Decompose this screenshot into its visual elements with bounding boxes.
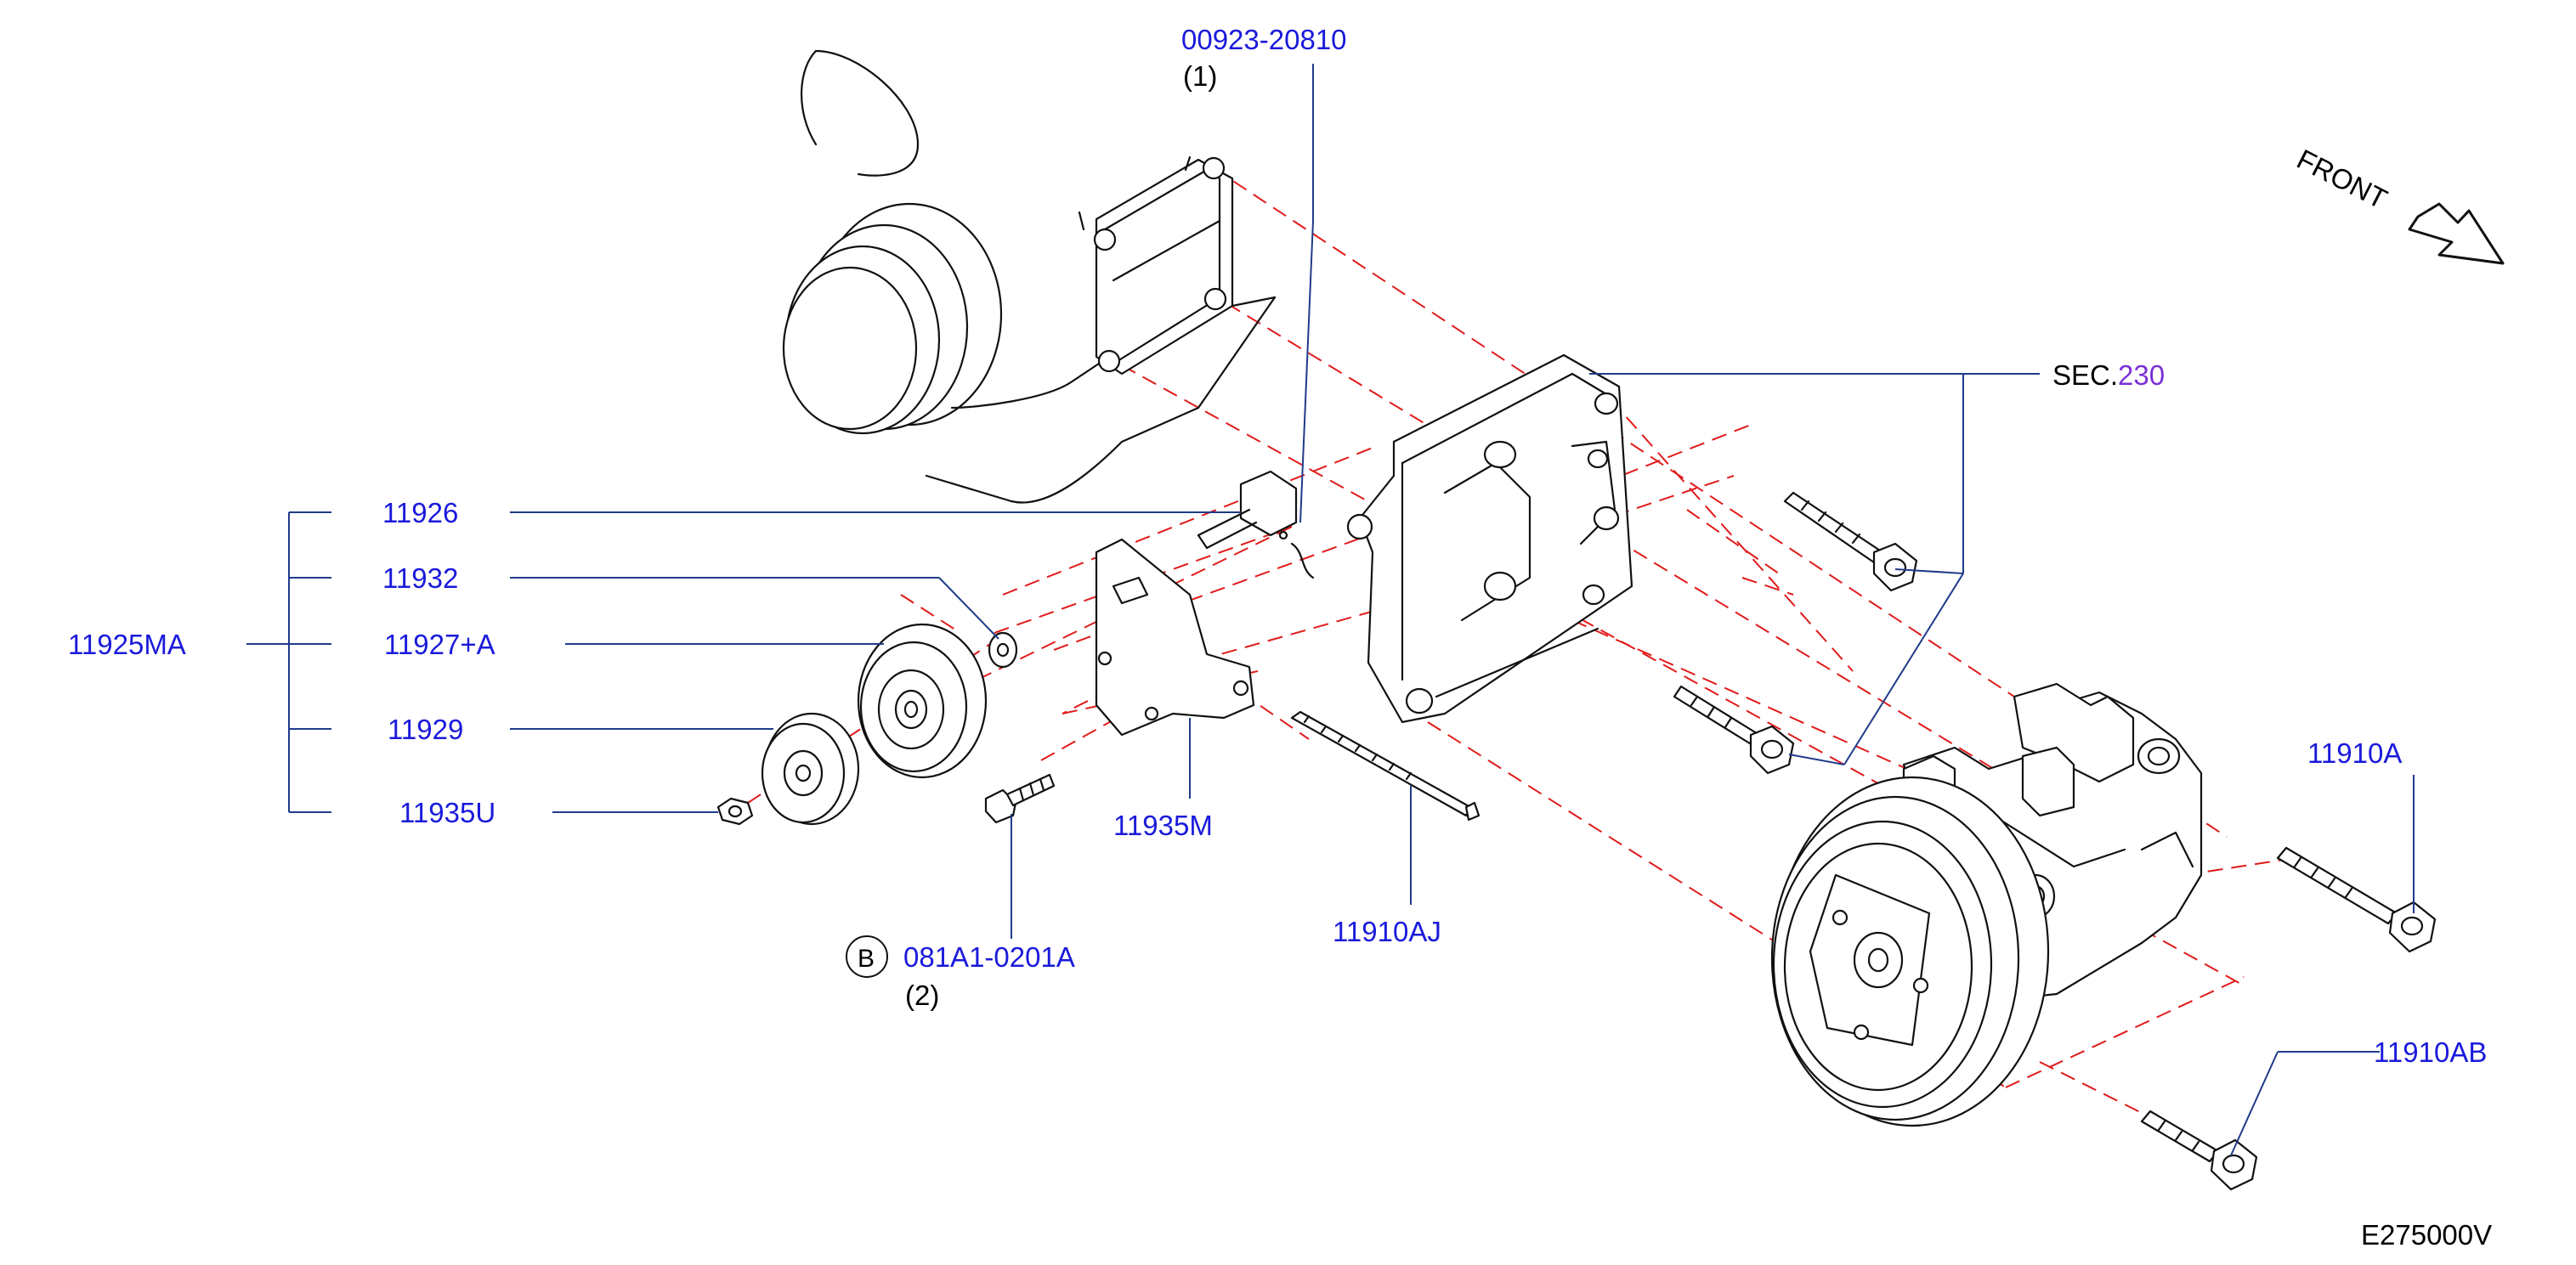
idler-pulley-illustration	[857, 623, 1018, 779]
callout-badge-circle	[846, 935, 888, 978]
section-reference[interactable]: SEC.230	[2052, 359, 2165, 391]
part-number-11910aj[interactable]: 11910AJ	[1333, 916, 1441, 947]
bolt-middle-illustration	[1673, 685, 1795, 775]
front-label: FRONT	[2292, 143, 2392, 215]
part-number-11910a[interactable]: 11910A	[2307, 737, 2402, 769]
pivot-bolt-illustration	[984, 773, 1056, 824]
pulley-cover-illustration	[761, 712, 860, 826]
engine-block-illustration	[782, 49, 1277, 504]
part-number-11935m[interactable]: 11935M	[1113, 810, 1213, 841]
part-number-11927a[interactable]: 11927+A	[384, 629, 495, 660]
ac-compressor-illustration	[1770, 682, 2203, 1127]
part-number-00923-20810[interactable]: 00923-20810	[1181, 24, 1347, 55]
compressor-bracket-illustration	[1346, 353, 1633, 724]
part-number-11932[interactable]: 11932	[382, 562, 458, 594]
callout-081a1-group[interactable]: B 081A1-0201A (2)	[846, 935, 1075, 1011]
bolt-11910ab-illustration	[2140, 1110, 2258, 1191]
part-number-081a1-0201a[interactable]: 081A1-0201A	[903, 941, 1075, 973]
diagram-code: E275000V	[2361, 1219, 2492, 1251]
callout-lines	[246, 64, 2415, 1156]
part-number-11926[interactable]: 11926	[382, 497, 458, 528]
arrow-icon	[2408, 202, 2505, 265]
part-number-11935u[interactable]: 11935U	[399, 797, 495, 828]
section-number: 230	[2118, 359, 2165, 391]
pulley-nut-illustration	[716, 797, 754, 826]
bolt-11910a-illustration	[2276, 846, 2437, 953]
quantity-00923-20810: (1)	[1183, 60, 1217, 92]
long-bolt-11910aj-illustration	[1290, 710, 1480, 822]
tensioner-plate-illustration	[1095, 538, 1255, 737]
callout-badge-letter: B	[858, 945, 875, 973]
section-prefix: SEC.	[2052, 359, 2118, 391]
quantity-081a1-0201a: (2)	[905, 980, 939, 1011]
front-orientation-indicator: FRONT	[2292, 143, 2505, 265]
adjuster-assembly-illustration	[1197, 470, 1315, 579]
bolt-upper-illustration	[1783, 491, 1918, 592]
part-number-11925ma[interactable]: 11925MA	[68, 629, 186, 660]
part-number-11929[interactable]: 11929	[388, 714, 463, 745]
part-number-11910ab[interactable]: 11910AB	[2374, 1036, 2487, 1068]
